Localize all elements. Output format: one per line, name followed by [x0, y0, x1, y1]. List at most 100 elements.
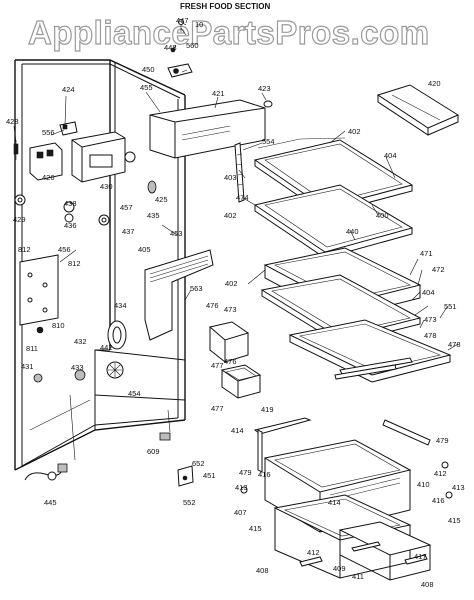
callout-440: 440: [346, 227, 359, 236]
callout-551: 551: [444, 302, 457, 311]
meat-keeper-pans: [299, 521, 432, 581]
callout-413-left: 413: [235, 483, 248, 492]
snack-pan-upper: [208, 321, 250, 363]
fan-motor-assembly: [33, 320, 127, 383]
callout-434: 434: [114, 301, 127, 310]
callout-474: 474: [236, 193, 249, 202]
callout-811: 811: [26, 344, 38, 353]
callout-471: 471: [420, 249, 433, 258]
callout-451: 451: [203, 471, 216, 480]
callout-421: 421: [212, 89, 225, 98]
watermark-text: AppliancePartsPros.com: [28, 14, 430, 51]
butter-tray: [376, 84, 460, 136]
callout-402-low: 402: [225, 279, 238, 288]
callout-403: 403: [224, 173, 237, 182]
middle-shelf: [253, 184, 414, 259]
callout-450: 450: [142, 65, 155, 74]
callout-476-upper: 476: [206, 301, 219, 310]
shelf-support-bracket: [234, 142, 245, 203]
callout-563: 563: [190, 284, 203, 293]
callout-402-mid: 402: [224, 211, 237, 220]
callout-652: 652: [192, 459, 205, 468]
callout-438: 438: [64, 199, 77, 208]
callout-437: 437: [122, 227, 135, 236]
callout-408-left: 408: [256, 566, 269, 575]
callout-416-lower: 416: [432, 496, 445, 505]
callout-556: 556: [42, 128, 55, 137]
callout-10: 10: [195, 20, 203, 29]
control-box: [71, 131, 136, 183]
callout-609: 609: [147, 447, 160, 456]
callout-477-upper: 477: [211, 361, 224, 370]
callout-454: 454: [128, 389, 141, 398]
temperature-control-housing: [149, 99, 266, 159]
callout-416-upper: 416: [258, 470, 271, 479]
callout-404-top: 404: [384, 151, 397, 160]
callout-415-left: 415: [249, 524, 262, 533]
callout-410: 410: [417, 480, 430, 489]
section-title: FRESH FOOD SECTION: [180, 2, 270, 11]
callout-423: 423: [258, 84, 271, 93]
callout-409: 409: [333, 564, 346, 573]
callout-457: 457: [120, 203, 133, 212]
callout-labels: 447 10 448 560 450 420 424 455 421 423 4…: [6, 16, 465, 589]
callout-415-right: 415: [448, 516, 461, 525]
callout-479-right: 479: [436, 436, 449, 445]
callout-413-right: 413: [452, 483, 465, 492]
callout-812-right: 812: [68, 259, 81, 268]
callout-404-low: 404: [422, 288, 435, 297]
snack-pan-lower: [220, 364, 262, 399]
callout-473-right: 473: [424, 315, 437, 324]
callout-560: 560: [186, 41, 199, 50]
callout-407: 407: [234, 508, 247, 517]
power-cord: [24, 463, 68, 481]
callout-408-right: 408: [421, 580, 434, 589]
bottom-hardware: [159, 432, 453, 499]
callout-411: 411: [352, 572, 364, 581]
callout-473-left: 473: [224, 305, 237, 314]
callout-414-lower: 414: [328, 498, 341, 507]
callout-429: 429: [13, 215, 26, 224]
callout-400: 400: [376, 211, 389, 220]
callout-424: 424: [62, 85, 75, 94]
crisper-frame: [253, 417, 431, 473]
callout-412-lower: 412: [307, 548, 320, 557]
callout-455: 455: [140, 83, 153, 92]
callout-402-top: 402: [348, 127, 361, 136]
callout-426: 426: [42, 173, 55, 182]
air-duct-cover: [144, 249, 214, 341]
callout-412-right: 412: [434, 469, 447, 478]
callout-445: 445: [44, 498, 57, 507]
callout-442: 442: [100, 343, 113, 352]
callout-472: 472: [432, 265, 445, 274]
callout-479-left: 479: [239, 468, 252, 477]
callout-405: 405: [138, 245, 151, 254]
callout-414-upper: 414: [231, 426, 244, 435]
shelf-trim-strips: [334, 357, 413, 380]
callout-810: 810: [52, 321, 65, 330]
evaporator-cover-panel: [19, 254, 59, 334]
callout-433: 433: [71, 363, 84, 372]
callout-417: 417: [414, 552, 427, 561]
callout-552: 552: [183, 498, 196, 507]
callout-425: 425: [155, 195, 168, 204]
callout-456: 456: [58, 245, 71, 254]
callout-432: 432: [74, 337, 87, 346]
callout-448: 448: [164, 43, 177, 52]
callout-435: 435: [147, 211, 160, 220]
callout-478-lower: 478: [448, 340, 461, 349]
callout-430: 430: [100, 182, 113, 191]
callout-431: 431: [21, 362, 34, 371]
light-lens: [263, 100, 273, 108]
callout-554: 554: [262, 137, 275, 146]
callout-478-upper: 478: [424, 331, 437, 340]
callout-420: 420: [428, 79, 441, 88]
callout-812-left: 812: [18, 245, 31, 254]
callout-476-lower: 476: [224, 357, 237, 366]
callout-447: 447: [176, 16, 189, 25]
callout-436: 436: [64, 221, 77, 230]
callout-419: 419: [261, 405, 274, 414]
small-hardware-left: [13, 140, 157, 226]
callout-428: 428: [6, 117, 19, 126]
